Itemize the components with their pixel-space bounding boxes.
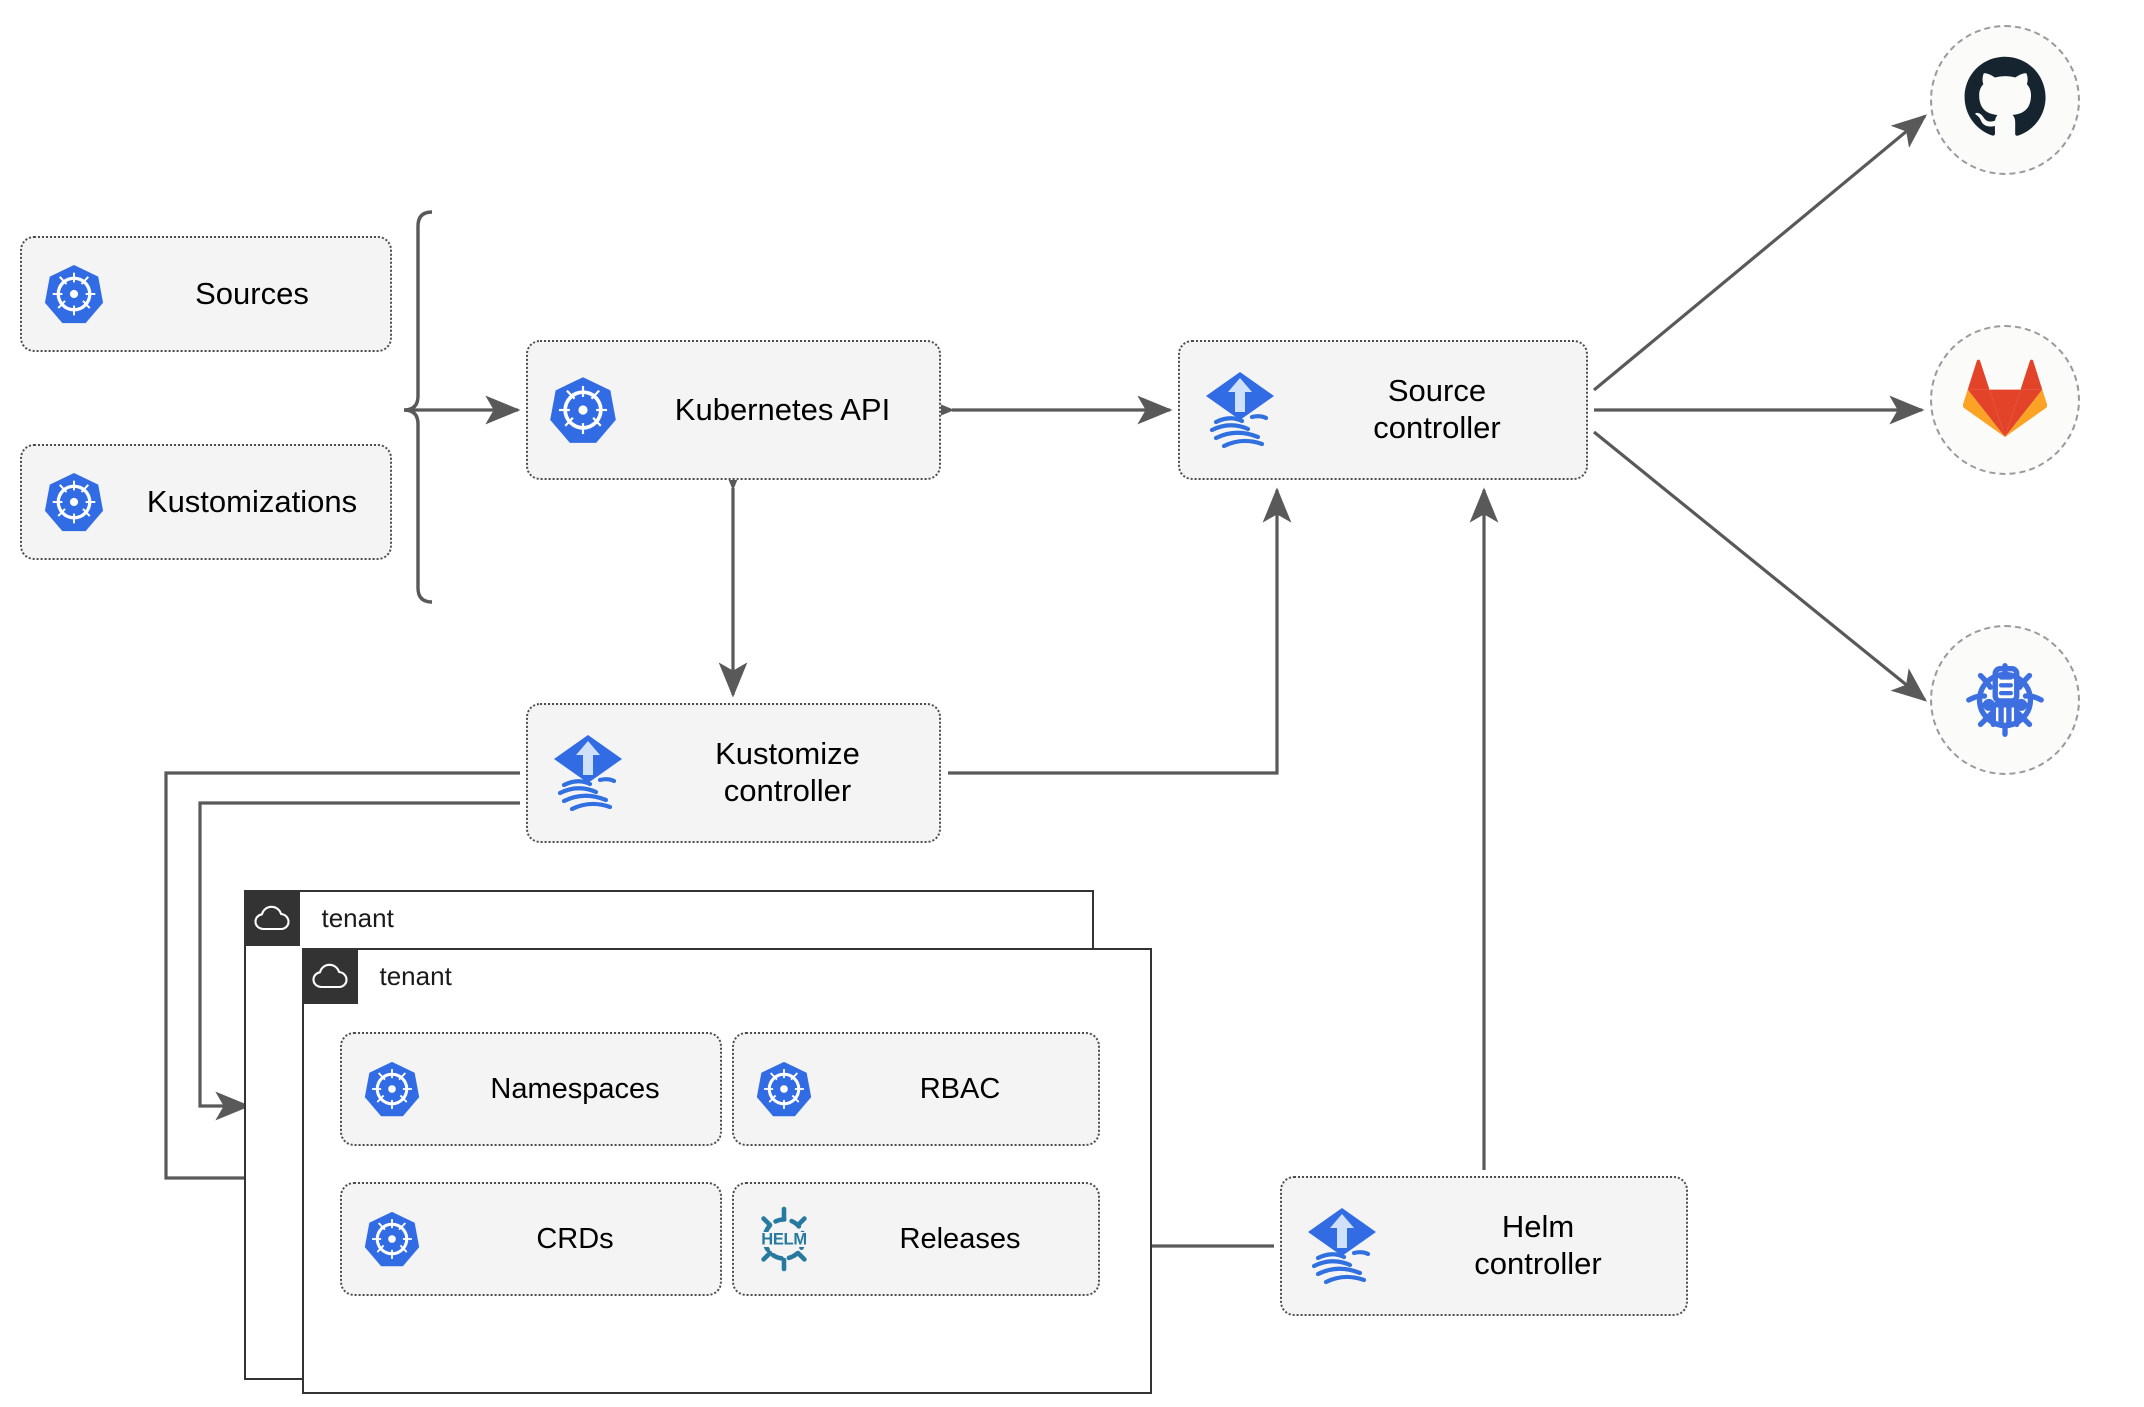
flux-icon [528,731,648,815]
node-source-controller[interactable]: Source controller [1178,340,1588,480]
svg-text:HELM: HELM [761,1231,807,1249]
node-label: CRDs [536,1222,614,1255]
node-namespaces[interactable]: Namespaces [340,1032,722,1146]
kubernetes-icon [734,1060,834,1118]
kubernetes-icon [528,375,638,445]
node-label: Sources [195,275,309,311]
edge-sourcectl-helmrepo [1592,430,1927,702]
github-icon [1962,55,2048,146]
node-label: Namespaces [490,1072,660,1105]
edge-sourcectl-github [1592,114,1927,392]
helm-icon: HELM HELM [734,1206,834,1272]
kubernetes-icon [342,1060,442,1118]
provider-helm-repository[interactable] [1930,625,2080,775]
tenant-container-front[interactable]: tenant [301,947,1152,1394]
provider-github[interactable] [1930,25,2080,175]
node-kustomizations[interactable]: Kustomizations [20,444,392,560]
node-label: Source controller [1373,373,1501,445]
tenant-label: tenant [379,960,452,991]
node-releases[interactable]: HELM HELM Releases [732,1182,1100,1296]
flux-icon [1282,1204,1402,1288]
group-brace [403,210,433,604]
flux-icon [1180,368,1300,452]
tenant-header: tenant [301,947,452,1004]
node-label: Helm controller [1474,1209,1602,1281]
node-label: Kustomize controller [715,736,860,808]
tenant-label: tenant [321,902,394,933]
node-label: Releases [899,1222,1021,1255]
node-sources[interactable]: Sources [20,236,392,352]
kubernetes-icon [22,471,126,533]
edge-kustomizectl-sourcectl [948,487,1292,775]
cloud-icon [243,889,300,946]
node-kubernetes-api[interactable]: Kubernetes API [526,340,941,480]
node-rbac[interactable]: RBAC [732,1032,1100,1146]
provider-gitlab[interactable] [1930,325,2080,475]
tenant-header: tenant [243,889,394,946]
gitlab-icon [1962,358,2048,443]
node-label: RBAC [919,1072,1001,1105]
helm-repo-icon [1961,654,2049,747]
node-helm-controller[interactable]: Helm controller [1280,1176,1688,1316]
kubernetes-icon [22,263,126,325]
node-kustomize-controller[interactable]: Kustomize controller [526,703,941,843]
node-label: Kustomizations [146,483,358,519]
node-crds[interactable]: CRDs [340,1182,722,1296]
node-label: Kubernetes API [674,391,891,427]
kubernetes-icon [342,1210,442,1268]
cloud-icon [301,947,358,1004]
